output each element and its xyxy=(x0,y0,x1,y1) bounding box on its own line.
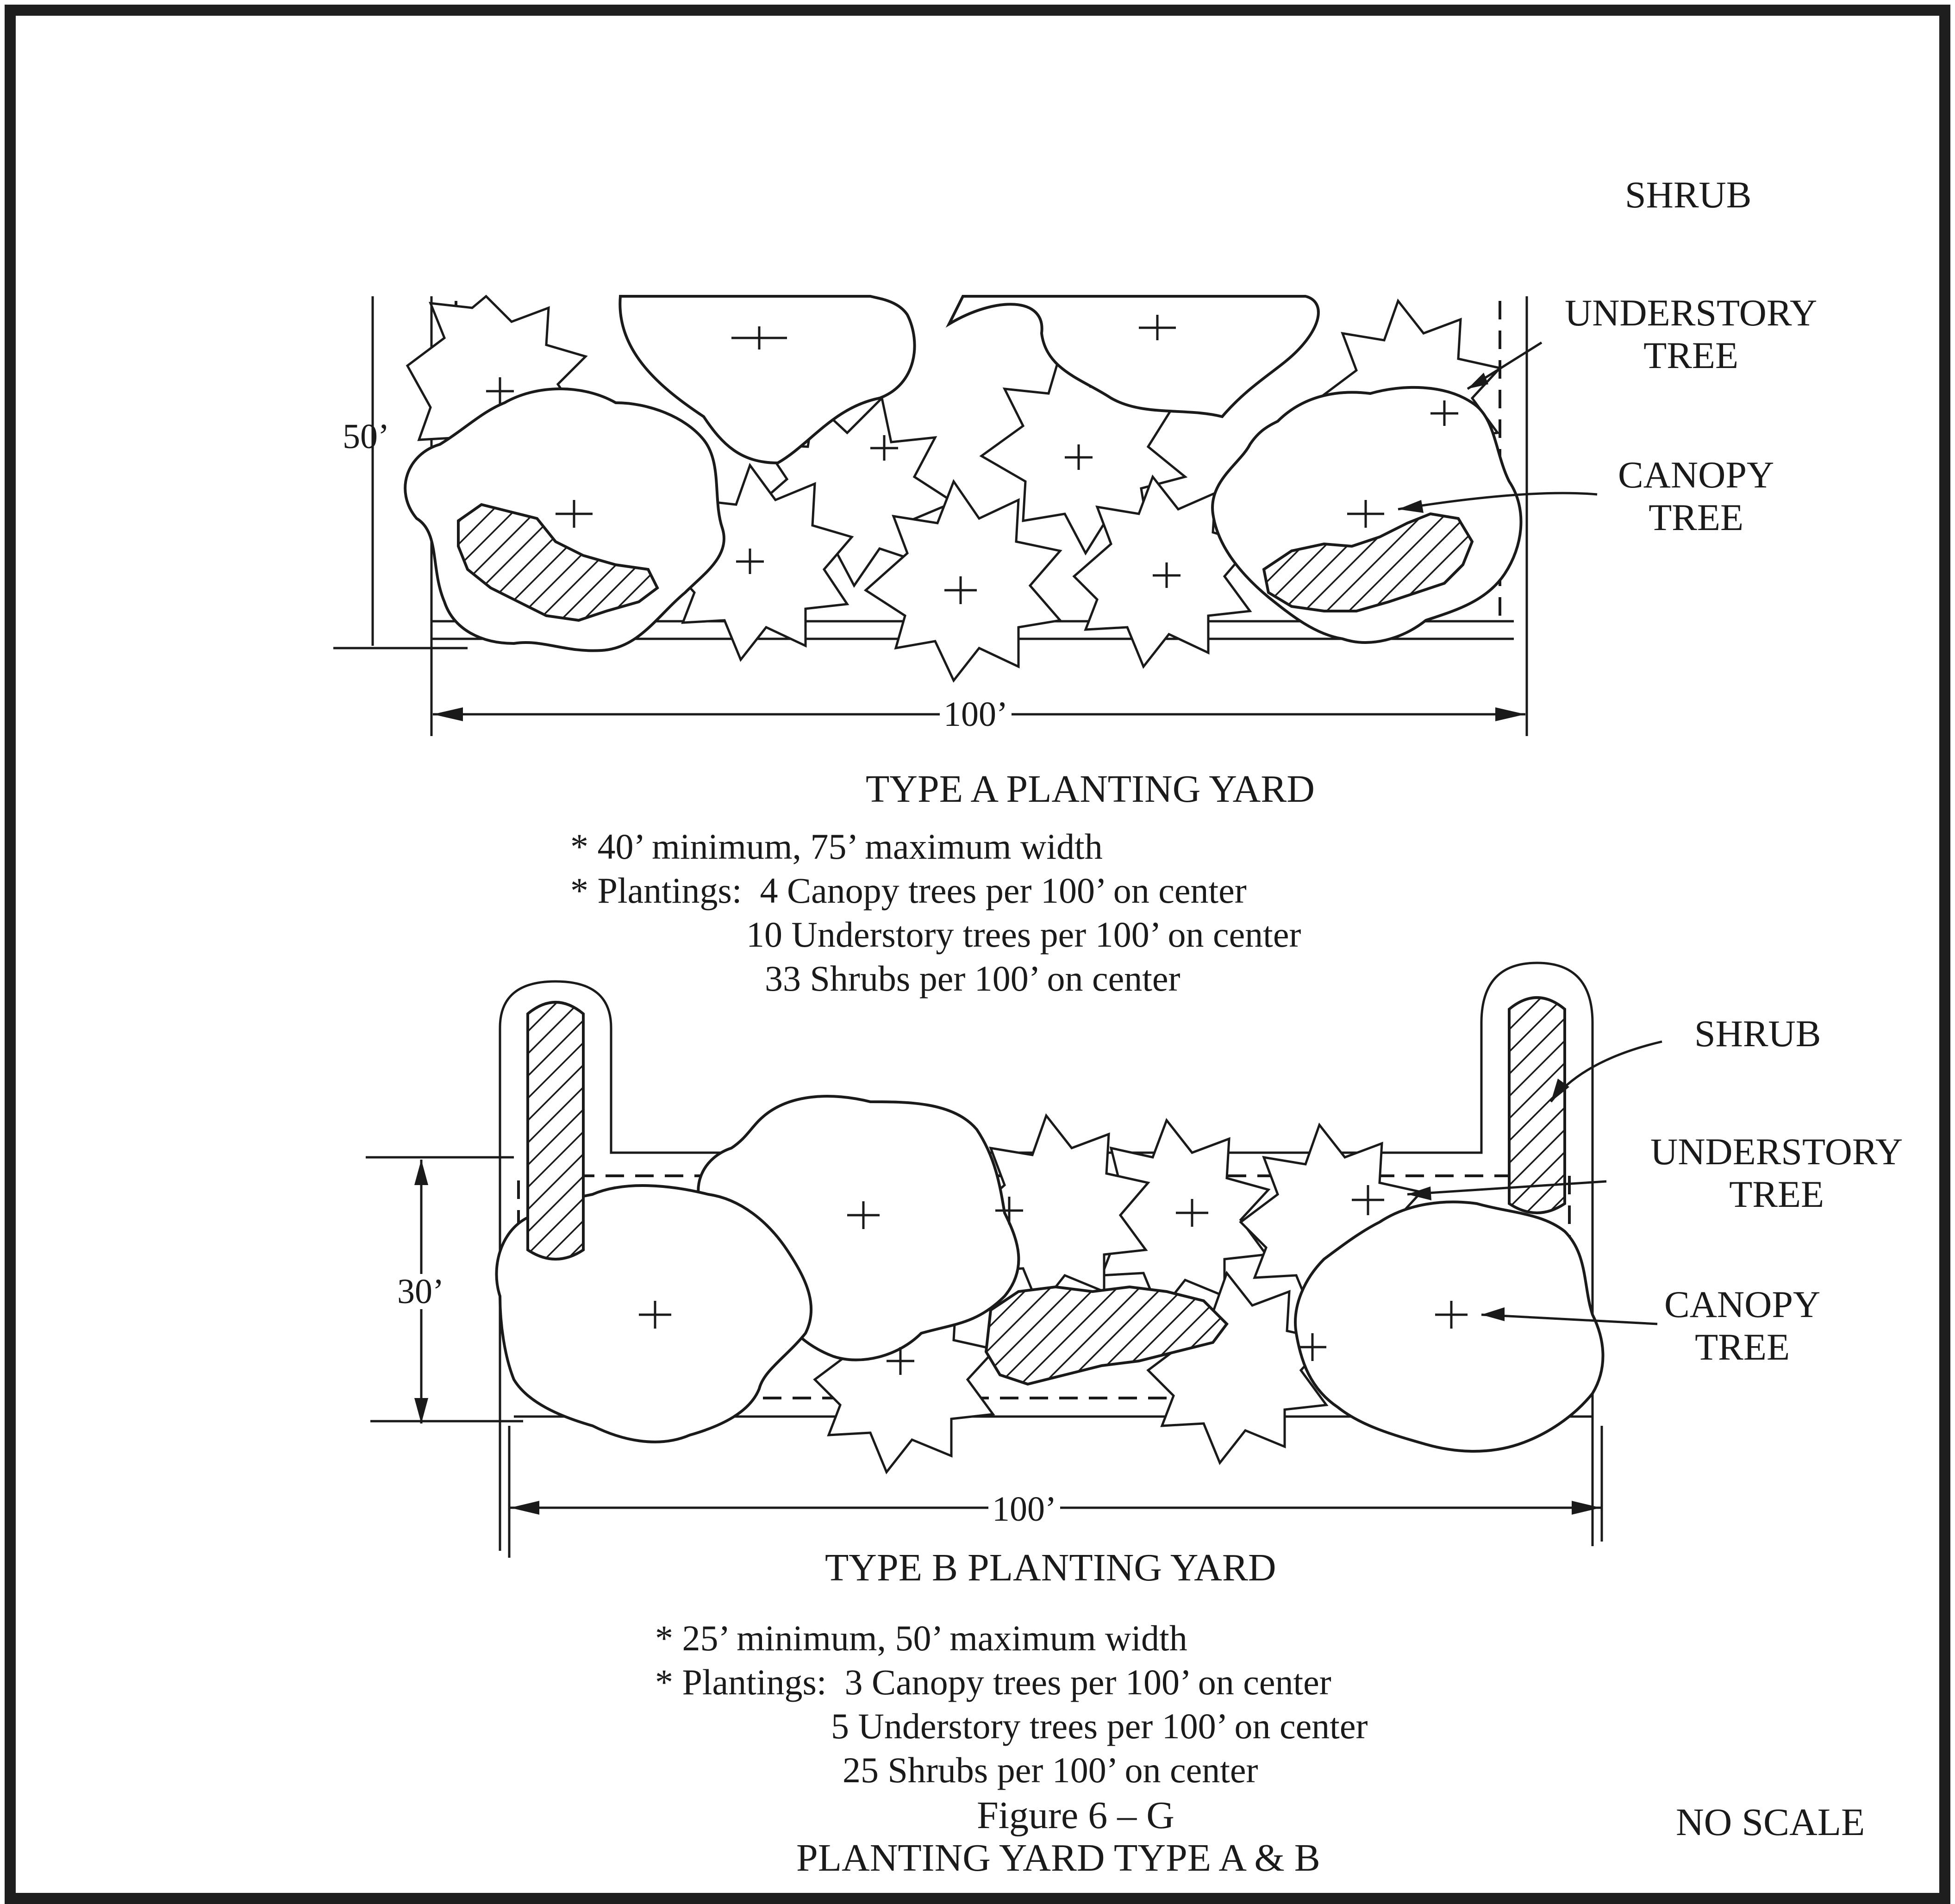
type-b-drawing xyxy=(366,961,1662,1558)
understory-tree-symbol xyxy=(1072,474,1255,669)
type-b-note-width: * 25’ minimum, 50’ maximum width xyxy=(655,1618,1187,1658)
type-b-understory-tree-label: UNDERSTORY TREE xyxy=(1650,1130,1903,1215)
figure-title: PLANTING YARD TYPE A & B xyxy=(796,1836,1320,1879)
canopy-tree-symbol xyxy=(945,295,1320,418)
figure-border xyxy=(5,5,1950,1904)
type-b-note-canopy: * Plantings: 3 Canopy trees per 100’ on … xyxy=(655,1662,1331,1702)
shrub-symbol xyxy=(526,1001,585,1261)
understory-tree-symbol xyxy=(979,352,1188,556)
shrub-symbol xyxy=(1508,996,1566,1214)
type-a-understory-leader-arrow xyxy=(1468,373,1488,389)
type-a-canopy-leader-arrow xyxy=(1398,500,1424,513)
type-a-drawing xyxy=(333,294,1598,736)
type-a-note-shrubs: 33 Shrubs per 100’ on center xyxy=(765,958,1180,999)
type-b-understory-leader-arrow xyxy=(1407,1186,1431,1200)
type-a-note-width: * 40’ minimum, 75’ maximum width xyxy=(570,826,1103,867)
type-b-yard-outline xyxy=(499,961,1594,1551)
type-a-shrub-label: SHRUB xyxy=(1625,174,1752,216)
type-b-length-arrow-right xyxy=(1572,1501,1601,1515)
shrub-symbol xyxy=(984,1285,1229,1386)
type-b-tree-centers xyxy=(639,1185,1468,1375)
shrub-symbol xyxy=(1262,512,1474,612)
type-b-shrub-leader-arrow xyxy=(1551,1079,1569,1102)
type-a-tree-centers xyxy=(486,315,1458,604)
canopy-tree-symbol xyxy=(618,295,916,465)
type-b-depth-arrow-top xyxy=(414,1160,428,1185)
type-b-understory-leader xyxy=(1407,1180,1607,1196)
type-b-length-label: 100’ xyxy=(988,1492,1061,1527)
type-a-note-understory: 10 Understory trees per 100’ on center xyxy=(746,914,1301,955)
type-b-canopy-leader-arrow xyxy=(1481,1307,1505,1321)
type-b-canopy-tree-label: CANOPY TREE xyxy=(1664,1283,1821,1368)
understory-tree-symbol xyxy=(863,479,1062,683)
type-a-length-arrow-right xyxy=(1495,707,1525,721)
type-b-shrub-label: SHRUB xyxy=(1694,1012,1821,1055)
type-b-depth-label: 30’ xyxy=(397,1272,444,1311)
shrub-symbol xyxy=(457,503,659,622)
type-a-canopy-leader xyxy=(1398,492,1598,511)
type-a-understory-tree-label: UNDERSTORY TREE xyxy=(1565,292,1818,376)
canopy-tree-symbol xyxy=(1294,1200,1605,1453)
type-a-note-canopy: * Plantings: 4 Canopy trees per 100’ on … xyxy=(570,870,1247,911)
type-a-depth-label: 50’ xyxy=(343,417,390,456)
type-b-length-arrow-left xyxy=(510,1501,539,1515)
type-a-length-arrow-left xyxy=(433,707,463,721)
type-b-note-shrubs: 25 Shrubs per 100’ on center xyxy=(843,1750,1258,1790)
figure-number: Figure 6 – G xyxy=(977,1794,1174,1837)
no-scale-note: NO SCALE xyxy=(1676,1801,1865,1844)
type-b-canopy-leader xyxy=(1481,1313,1658,1325)
type-b-title: TYPE B PLANTING YARD xyxy=(825,1546,1276,1589)
type-b-note-understory: 5 Understory trees per 100’ on center xyxy=(831,1706,1368,1746)
type-a-length-label: 100’ xyxy=(940,697,1012,732)
type-b-shrub-leader xyxy=(1550,1040,1662,1103)
type-b-depth-arrow-bottom xyxy=(414,1398,428,1423)
type-a-title: TYPE A PLANTING YARD xyxy=(866,768,1315,811)
type-a-canopy-tree-label: CANOPY TREE xyxy=(1618,454,1774,538)
understory-tree-symbol xyxy=(1081,1117,1271,1315)
